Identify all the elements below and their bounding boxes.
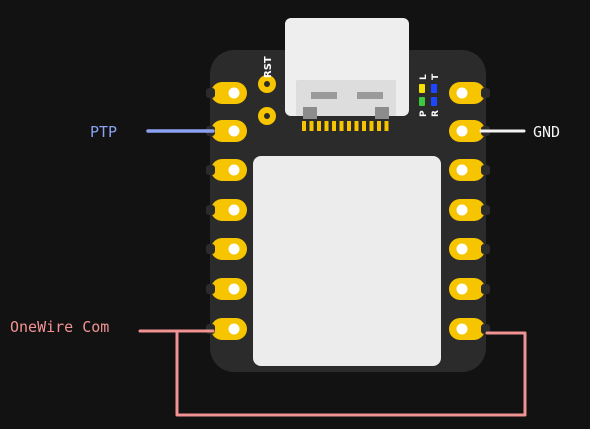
left-pin-4: [206, 199, 247, 221]
led-label-p: P: [419, 110, 429, 117]
usb-solder-pin: [324, 121, 329, 131]
right-pin-7: [449, 318, 490, 340]
right-pin-2: [449, 120, 490, 142]
left-pin-1: [206, 82, 247, 104]
left-pin-6: [206, 278, 247, 300]
usb-solder-pin: [369, 121, 374, 131]
rst-pad-top-hole: [264, 81, 270, 87]
usb-solder-pin: [362, 121, 366, 131]
gnd-label: GND: [533, 123, 560, 141]
left-pin-5: [206, 238, 247, 260]
usb-solder-pin: [302, 121, 306, 131]
usb-solder-pin: [354, 121, 359, 131]
ptp-label: PTP: [90, 123, 117, 141]
right-pin-3: [449, 159, 490, 181]
rst-pad-bottom-hole: [264, 113, 270, 119]
module-shield: [253, 156, 441, 366]
usb-solder-pin: [332, 121, 336, 131]
right-pin-4: [449, 199, 490, 221]
led-l-yellow: [419, 84, 425, 93]
usb-solder-pin: [384, 121, 389, 131]
led-t-blue-top: [431, 84, 437, 93]
led-label-r: R: [431, 110, 441, 117]
rst-label: RST: [263, 56, 274, 78]
led-p-green: [419, 97, 425, 106]
onewire-loop-wire: [175, 331, 527, 417]
left-pin-header: [206, 82, 247, 340]
usb-solder-pin: [309, 121, 314, 131]
usb-solder-pin: [347, 121, 351, 131]
right-pin-5: [449, 238, 490, 260]
right-pin-header: [449, 82, 490, 340]
usb-solder-pins: [302, 121, 389, 131]
led-r-blue: [431, 97, 437, 106]
onewire-label: OneWire Com: [10, 318, 109, 336]
left-pin-3: [206, 159, 247, 181]
led-label-t: T: [431, 73, 441, 80]
led-label-l: L: [419, 74, 429, 80]
right-pin-6: [449, 278, 490, 300]
status-leds: L T P R: [419, 73, 441, 117]
usb-solder-pin: [377, 121, 381, 131]
right-pin-1: [449, 82, 490, 104]
usb-solder-pin: [339, 121, 344, 131]
usb-solder-pin: [317, 121, 321, 131]
usb-c-connector: [285, 18, 409, 131]
